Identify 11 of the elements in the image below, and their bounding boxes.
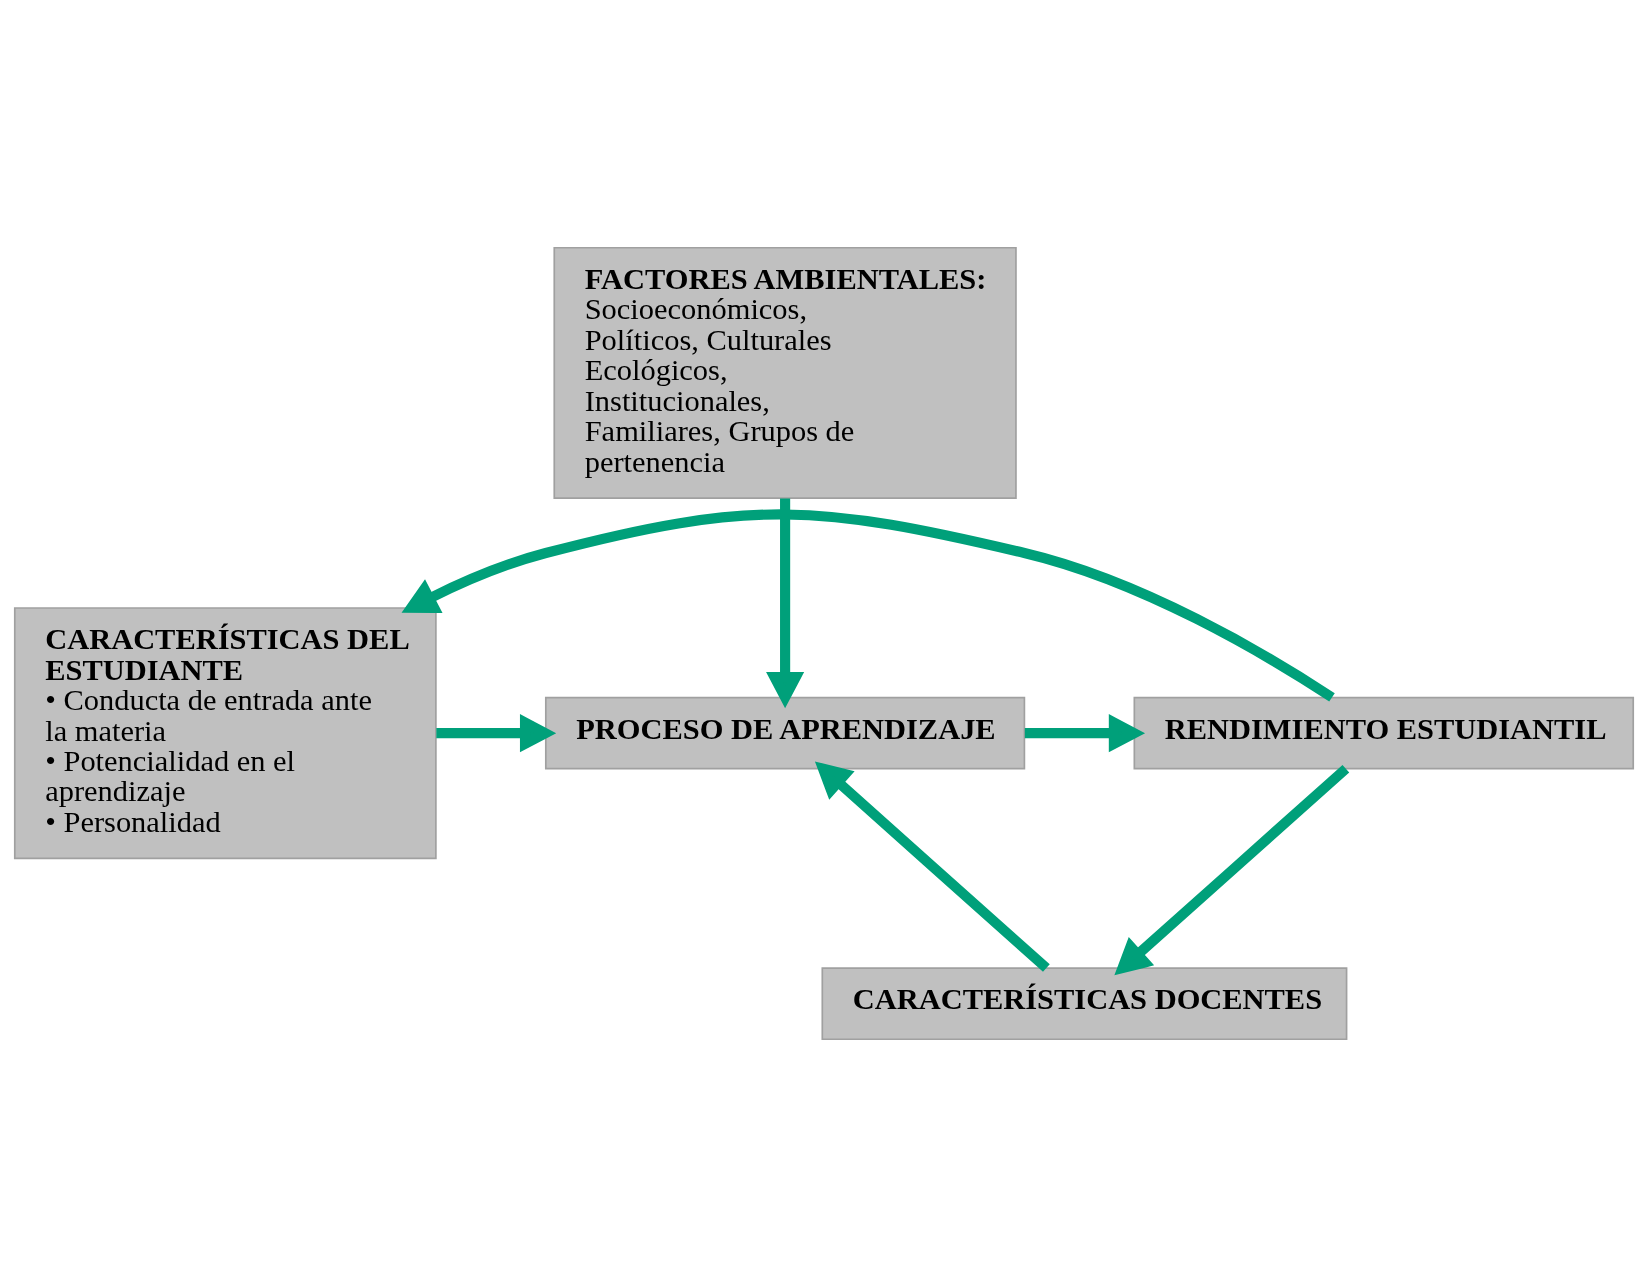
arrow [401,509,1335,702]
node-box: CARACTERÍSTICAS DEL ESTUDIANTE • Conducta de entrada ante la materia • Potencialidad en el aprendizaje • Personalidad [13,606,437,859]
arrow [814,760,1050,972]
node-box: RENDIMIENTO ESTUDIANTIL [1133,696,1635,769]
node-box: CARACTERÍSTICAS DOCENTES [821,966,1348,1040]
node-box: PROCESO DE APRENDIZAJE [544,696,1026,769]
arrow [436,713,557,752]
arrow [1024,713,1146,752]
arrow [766,497,805,708]
arrow [1114,764,1350,975]
node-box: FACTORES AMBIENTALES: Socioeconómicos, Políticos, Culturales Ecológicos, Institucionales, Familiares, Grupos de pertenencia [553,246,1017,499]
